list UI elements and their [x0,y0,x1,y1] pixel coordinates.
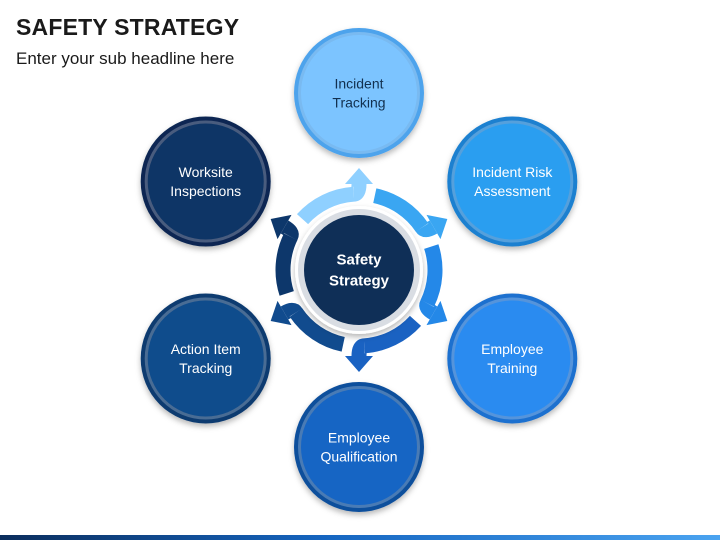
node-label-line: Incident [334,76,383,92]
node-label-line: Worksite [179,164,233,180]
node-label-line: Incident Risk [472,164,553,180]
arrow-segment [345,315,422,372]
arrow-segment [419,244,448,326]
center-label-line: Strategy [329,273,390,290]
node-label-line: Assessment [474,183,550,199]
node-label-line: Employee [481,341,543,357]
center-label-line: Safety [336,252,382,269]
node-label-line: Action Item [171,341,241,357]
arrow-segment [270,300,346,352]
arrow-segment [372,188,448,240]
node-label-line: Tracking [179,360,232,376]
arrow-segment [296,168,373,225]
node-label-line: Qualification [320,449,397,465]
arrow-ring [270,168,448,372]
page-title: SAFETY STRATEGY [16,14,240,40]
node-label-line: Training [487,360,537,376]
arrow-segment [270,214,299,296]
page-subtitle: Enter your sub headline here [16,49,235,68]
node-label-line: Employee [328,430,390,446]
node-label-line: Tracking [332,95,385,111]
node-label-line: Inspections [170,183,241,199]
footer-accent-bar [0,535,720,540]
